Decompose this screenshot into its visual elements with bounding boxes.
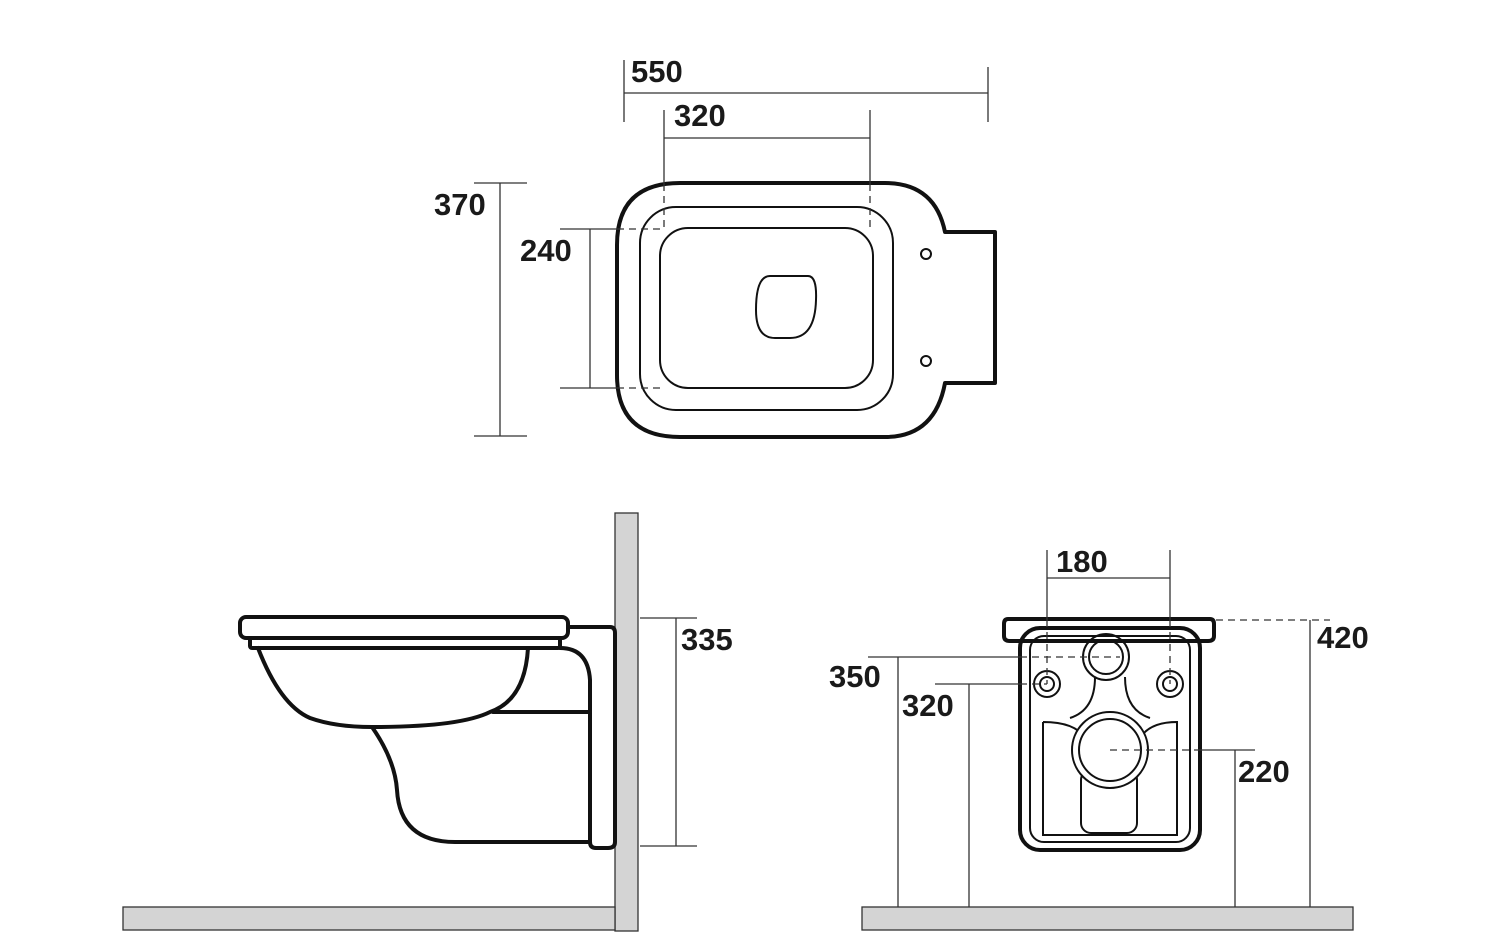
seat-hole <box>754 275 818 339</box>
back-body-outer <box>1018 626 1202 852</box>
seat-lid <box>238 615 570 640</box>
floor-left <box>122 906 616 931</box>
fixing-hole-top <box>920 248 932 260</box>
dimension-220: 220 <box>1110 749 1290 907</box>
dimension-320-top: 320 <box>663 98 871 232</box>
top-view-rim <box>639 206 894 411</box>
dimension-label: 320 <box>902 688 954 723</box>
dimension-320-back: 320 <box>902 683 1047 907</box>
top-view-bowl <box>659 227 874 389</box>
fixing-hole-bottom <box>920 355 932 367</box>
dimension-420: 420 <box>1216 619 1369 907</box>
water-inlet-inner <box>1088 639 1124 675</box>
top-view: 550 320 370 240 <box>434 54 997 439</box>
fixing-hole-left-inner <box>1039 676 1055 692</box>
dimension-240: 240 <box>520 228 662 389</box>
bowl-front-curve <box>370 646 530 729</box>
back-view: 180 420 350 320 220 <box>829 544 1369 931</box>
rim-plate <box>1002 617 1216 643</box>
dimension-550: 550 <box>623 54 989 122</box>
dimension-label: 350 <box>829 659 881 694</box>
dimension-label: 370 <box>434 187 486 222</box>
dimension-label: 240 <box>520 233 572 268</box>
bowl-rim <box>248 636 562 650</box>
side-view: 335 <box>122 512 733 932</box>
dimension-label: 180 <box>1056 544 1108 579</box>
dimension-label: 550 <box>631 54 683 89</box>
floor-right <box>861 906 1354 931</box>
back-inner-recess <box>1042 676 1178 836</box>
dimension-370: 370 <box>434 182 527 437</box>
top-view-outline <box>615 181 997 439</box>
wall <box>614 512 639 932</box>
bowl-body <box>256 646 592 844</box>
dimension-label: 335 <box>681 622 733 657</box>
dimension-180: 180 <box>1046 544 1171 684</box>
bracket <box>566 625 617 850</box>
dimension-350: 350 <box>829 656 1120 907</box>
dimension-label: 220 <box>1238 754 1290 789</box>
dimension-label: 420 <box>1317 620 1369 655</box>
back-body-inner <box>1029 635 1191 843</box>
dimension-335: 335 <box>640 617 733 847</box>
dimension-label: 320 <box>674 98 726 133</box>
fixing-hole-right-inner <box>1162 676 1178 692</box>
